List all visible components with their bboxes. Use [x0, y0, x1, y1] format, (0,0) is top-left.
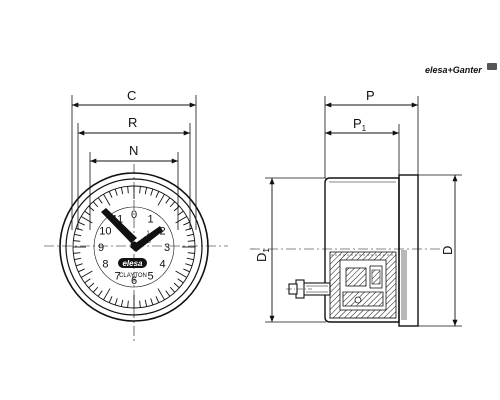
dial-tick: [114, 298, 118, 306]
dial-tick: [185, 227, 193, 231]
dial-tick: [92, 201, 99, 208]
dial-brand-text: CLAYTON: [119, 273, 147, 279]
dial-tick: [186, 257, 194, 261]
pressure-connection: [286, 279, 331, 299]
fraction-denominator: 10: [145, 239, 151, 245]
dial-tick: [169, 286, 176, 293]
dial-tick: [157, 288, 165, 301]
dial-tick: [127, 300, 129, 308]
dial-tick: [150, 298, 154, 306]
dial-ticks: [73, 186, 195, 308]
dial-number: 2: [160, 226, 166, 238]
dial-tick: [165, 290, 171, 297]
dial-number: 6: [131, 275, 137, 287]
dial-logo: [118, 258, 147, 268]
dial-tick: [183, 221, 190, 226]
gauge-needles: [101, 208, 163, 252]
dial-tick: [92, 286, 99, 293]
dim-label-p1: P1: [353, 116, 367, 133]
dial-tick: [177, 210, 184, 216]
dial-tick: [127, 186, 129, 194]
dial-tick: [177, 278, 184, 284]
dial-tick: [120, 299, 124, 307]
needle-short: [130, 226, 163, 252]
dial-tick: [108, 191, 113, 198]
dial-number: 4: [160, 259, 166, 271]
dim-label-n: N: [129, 143, 138, 158]
dial-tick: [88, 205, 95, 212]
dial-tick: [150, 188, 154, 196]
dial-tick: [84, 278, 91, 284]
dial-tick: [97, 197, 103, 204]
dial-tick: [75, 263, 83, 267]
dial-number: 9: [98, 242, 104, 254]
dial-number: 7: [114, 271, 120, 283]
dial-tick: [187, 252, 195, 254]
dial-tick: [155, 296, 160, 303]
dial-tick: [173, 205, 180, 212]
dial-tick: [80, 270, 93, 278]
bezel-ribs: [401, 250, 407, 320]
dial-tick: [155, 191, 160, 198]
dial-number: 3: [164, 242, 170, 254]
dial-tick: [187, 240, 195, 242]
dial-number: 5: [147, 271, 153, 283]
dial-tick: [74, 233, 82, 237]
dial-number: 8: [102, 259, 108, 271]
dial-logo-text: elesa: [122, 259, 143, 268]
internal-mechanism: [329, 251, 397, 319]
dial-tick: [186, 233, 194, 237]
dial-tick: [157, 193, 165, 206]
fraction-numerator: 1: [146, 231, 150, 237]
dial-number: 10: [99, 226, 111, 238]
dial-tick: [144, 299, 148, 307]
dial-tick: [175, 216, 188, 224]
dial-tick: [165, 197, 171, 204]
dial-tick: [78, 268, 85, 273]
dial-tick: [120, 187, 124, 195]
side-view: P P1 D1 D: [250, 88, 462, 327]
dial-tick: [144, 187, 148, 195]
badge-icon: [487, 63, 497, 70]
dim-label-d: D: [440, 246, 455, 255]
dial-tick: [108, 296, 113, 303]
dial-tick: [169, 201, 176, 208]
dial-number: 1: [147, 213, 153, 225]
dim-label-p: P: [366, 88, 375, 103]
brand-logo: elesa+Ganter: [425, 63, 500, 79]
dial-tick: [78, 221, 85, 226]
dial-tick: [103, 193, 111, 206]
dial-tick: [185, 263, 193, 267]
dial-tick: [97, 290, 103, 297]
dim-label-c: C: [127, 88, 136, 103]
dial-tick: [80, 216, 93, 224]
dial-tick: [88, 282, 95, 289]
dial-tick: [73, 240, 81, 242]
dial-tick: [75, 227, 83, 231]
dim-label-d1: D1: [254, 248, 271, 262]
dial-tick: [103, 288, 111, 301]
dial-tick: [139, 186, 141, 194]
dial-tick: [73, 252, 81, 254]
needle-long: [101, 208, 137, 243]
dial-tick: [74, 257, 82, 261]
dial-number: 0: [131, 209, 137, 221]
dial-tick: [173, 282, 180, 289]
brand-logo-text: elesa+Ganter: [425, 65, 482, 75]
dial-tick: [84, 210, 91, 216]
dial-tick: [114, 188, 118, 196]
dial-tick: [175, 270, 188, 278]
dial-tick: [139, 300, 141, 308]
dial-tick: [183, 268, 190, 273]
dim-label-r: R: [128, 115, 137, 130]
